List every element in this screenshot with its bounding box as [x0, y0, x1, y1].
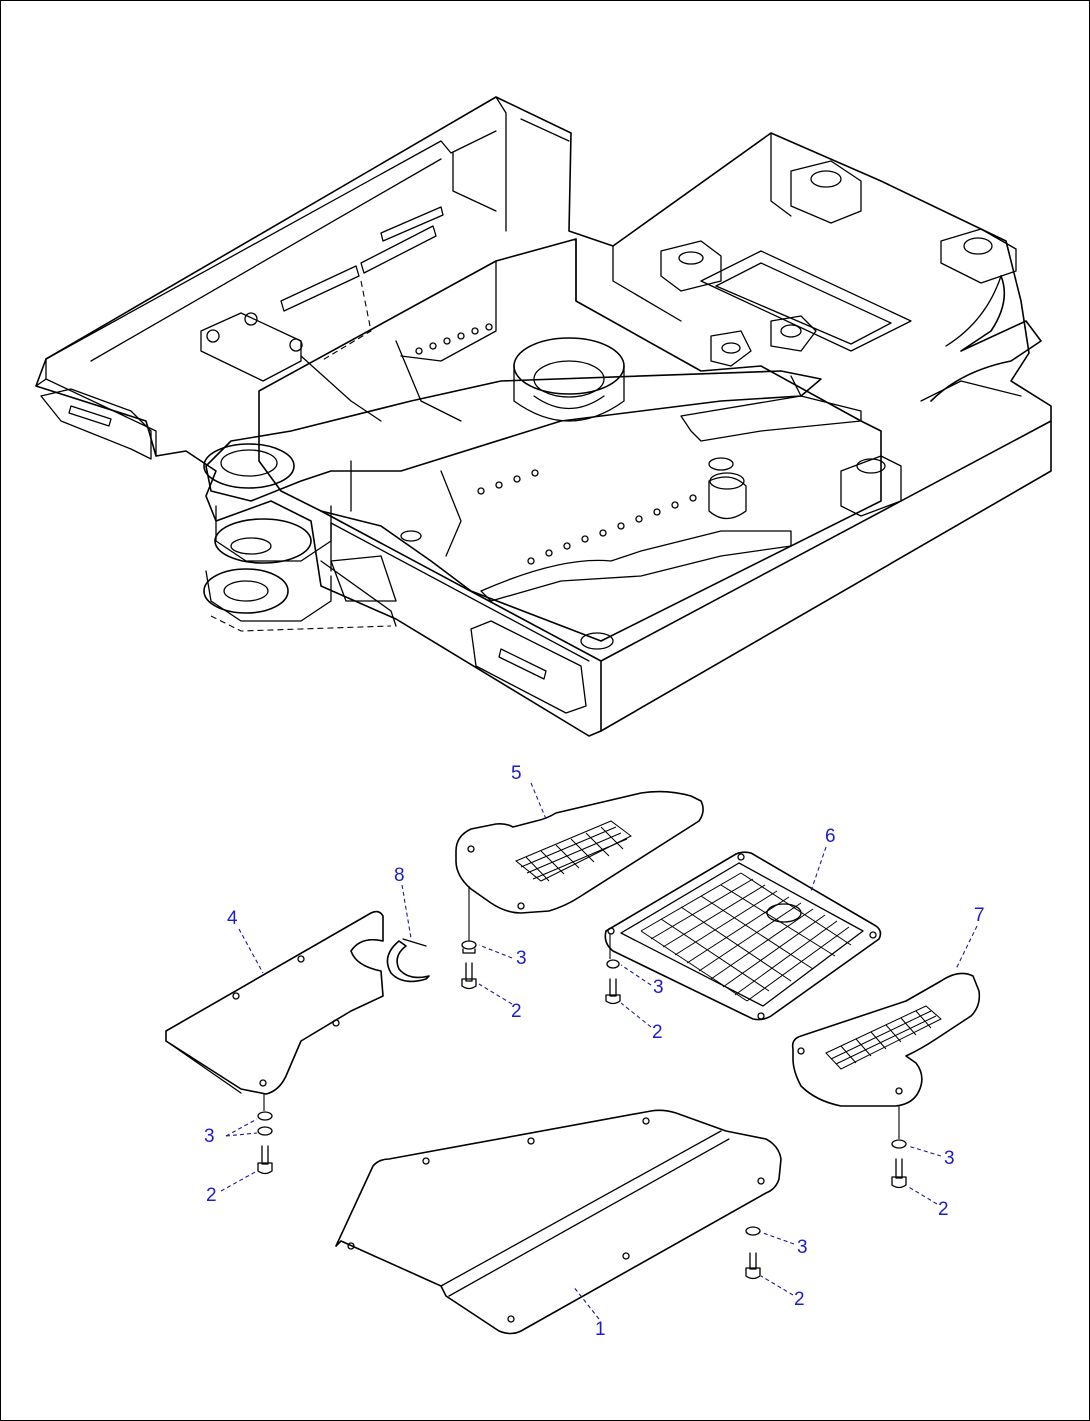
callout-2-d: 2: [938, 1199, 949, 1220]
part-7-cover: [791, 972, 981, 1107]
part-6-grille: [640, 872, 852, 1002]
callout-6: 6: [825, 826, 836, 847]
callout-1: 1: [595, 1319, 606, 1340]
callout-7: 7: [974, 905, 985, 926]
part-4-plate: [165, 910, 384, 1095]
callout-2-b: 2: [652, 1022, 663, 1043]
callout-3-c: 3: [204, 1126, 215, 1147]
part-5-grille: [515, 820, 632, 882]
part-8-half-ring: [386, 938, 430, 983]
deck-bolt-holes: [415, 323, 697, 565]
callout-8: 8: [394, 865, 405, 886]
part-1-cover: [335, 1109, 782, 1335]
callout-3-b: 3: [653, 977, 664, 998]
fasteners: [257, 886, 907, 1280]
callout-3-e: 3: [797, 1237, 808, 1258]
callout-4: 4: [227, 908, 238, 929]
callout-5: 5: [511, 763, 522, 784]
callout-2-e: 2: [794, 1289, 805, 1310]
part-5-cover: [455, 790, 704, 914]
leader-lines: [220, 782, 978, 1320]
callout-3-a: 3: [516, 948, 527, 969]
part-6-grille-plate: [604, 851, 882, 1021]
callout-labels: 5 6 7 8 4 1 3 2 3 2 3 2 3 2 3 2: [204, 763, 985, 1340]
part-7-grille: [825, 1005, 942, 1070]
callout-3-d: 3: [944, 1148, 955, 1169]
callout-2-c: 2: [206, 1185, 217, 1206]
callout-2-a: 2: [511, 1001, 522, 1022]
revolving-frame: [35, 96, 1052, 737]
